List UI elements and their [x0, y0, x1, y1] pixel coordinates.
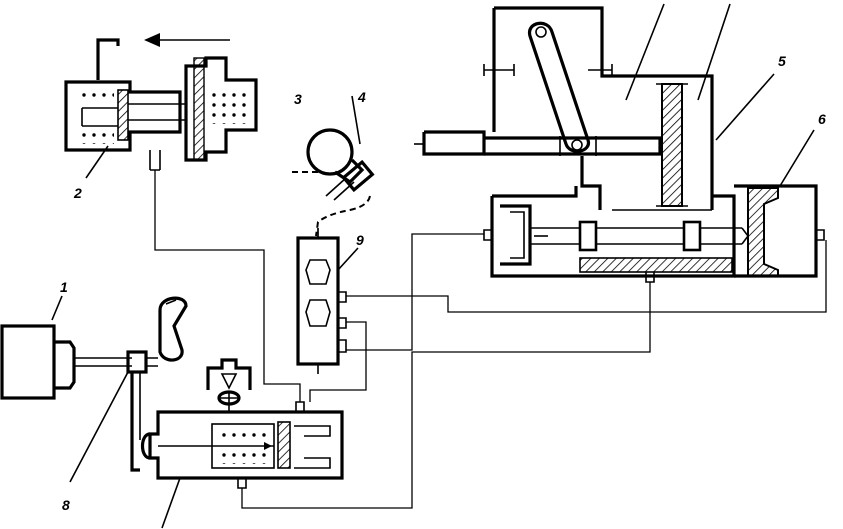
label-2: 2 — [73, 185, 82, 201]
crank-arm — [528, 21, 590, 153]
label-5: 5 — [778, 53, 786, 69]
motor-1-body — [0, 324, 56, 400]
press-frame — [494, 6, 714, 210]
label-9: 9 — [356, 232, 364, 248]
valve-block-9-body — [296, 236, 340, 366]
pipe-slider-to-valve — [241, 282, 651, 509]
label-1: 1 — [60, 279, 68, 295]
diaphragm-2 — [193, 57, 205, 161]
output-arrow-icon — [144, 33, 160, 47]
valve-block-9 — [296, 228, 347, 374]
end-cap-6 — [747, 187, 779, 277]
lever-handle — [158, 296, 188, 362]
label-3: 3 — [294, 91, 302, 107]
leader-lines — [51, 145, 359, 483]
lamp-3-bulb — [306, 128, 354, 176]
label-4: 4 — [357, 89, 366, 105]
pipe-9-to-cylinder — [346, 233, 484, 351]
cylinder-2-body — [64, 80, 182, 152]
cylinder-2-outlet — [96, 38, 120, 80]
motor-1 — [0, 296, 188, 472]
label-6: 6 — [818, 111, 826, 127]
signal-line-dashed — [315, 195, 371, 237]
press-mechanism — [414, 3, 825, 283]
sensor-4 — [341, 159, 375, 193]
spring-dots — [78, 88, 114, 100]
pipe-cyl2-to-valve — [154, 170, 301, 402]
cylinder-2-piston — [117, 89, 129, 141]
control-valve-body — [148, 410, 344, 480]
pipe-9-to-6 — [346, 240, 827, 313]
lamp-assembly-3-4 — [292, 95, 375, 237]
pipe-network — [154, 170, 827, 509]
cylinder-2 — [64, 33, 258, 171]
labels: 2 3 4 5 6 9 1 8 — [60, 53, 826, 513]
label-8: 8 — [62, 497, 70, 513]
